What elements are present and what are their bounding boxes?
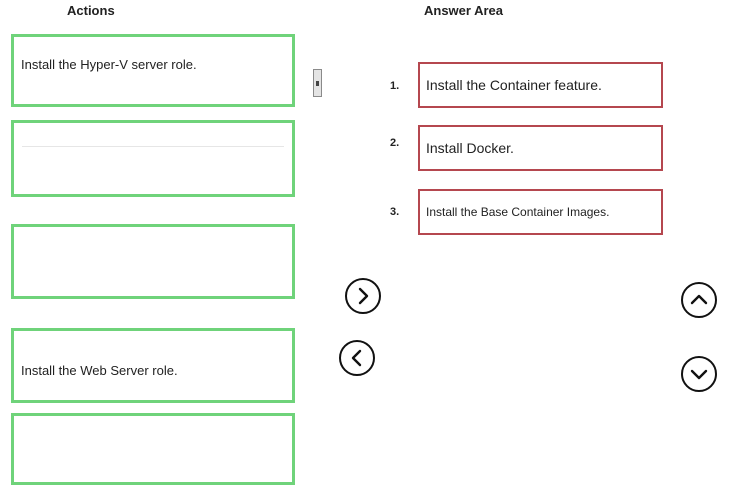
chevron-right-icon — [358, 287, 369, 305]
actions-heading: Actions — [67, 3, 115, 18]
action-item[interactable] — [11, 413, 295, 485]
action-item-label: Install the Web Server role. — [21, 363, 178, 378]
chevron-down-icon — [690, 369, 708, 380]
move-right-button[interactable] — [345, 278, 381, 314]
chevron-left-icon — [351, 349, 362, 367]
answer-slot[interactable]: Install the Base Container Images. — [418, 189, 663, 235]
answer-slot-number: 1. — [390, 80, 400, 92]
answer-slot-label: Install the Base Container Images. — [426, 205, 610, 219]
answer-slot[interactable]: Install Docker. — [418, 125, 663, 171]
scrollbar-grip — [316, 81, 319, 86]
move-up-button[interactable] — [681, 282, 717, 318]
action-item[interactable]: Install the Hyper-V server role. — [11, 34, 295, 107]
answer-slot-label: Install Docker. — [426, 140, 514, 156]
answer-slot-label: Install the Container feature. — [426, 77, 602, 93]
answer-slot-number: 2. — [390, 137, 400, 149]
action-item-label: Install the Hyper-V server role. — [21, 57, 197, 72]
chevron-up-icon — [690, 294, 708, 305]
answer-slot[interactable]: Install the Container feature. — [418, 62, 663, 108]
action-item[interactable] — [11, 224, 295, 299]
answer-area-heading: Answer Area — [424, 3, 503, 18]
scrollbar-handle[interactable] — [313, 69, 322, 97]
divider — [22, 146, 284, 147]
move-left-button[interactable] — [339, 340, 375, 376]
action-item[interactable]: Install the Web Server role. — [11, 328, 295, 403]
move-down-button[interactable] — [681, 356, 717, 392]
action-item[interactable] — [11, 120, 295, 197]
answer-slot-number: 3. — [390, 206, 400, 218]
